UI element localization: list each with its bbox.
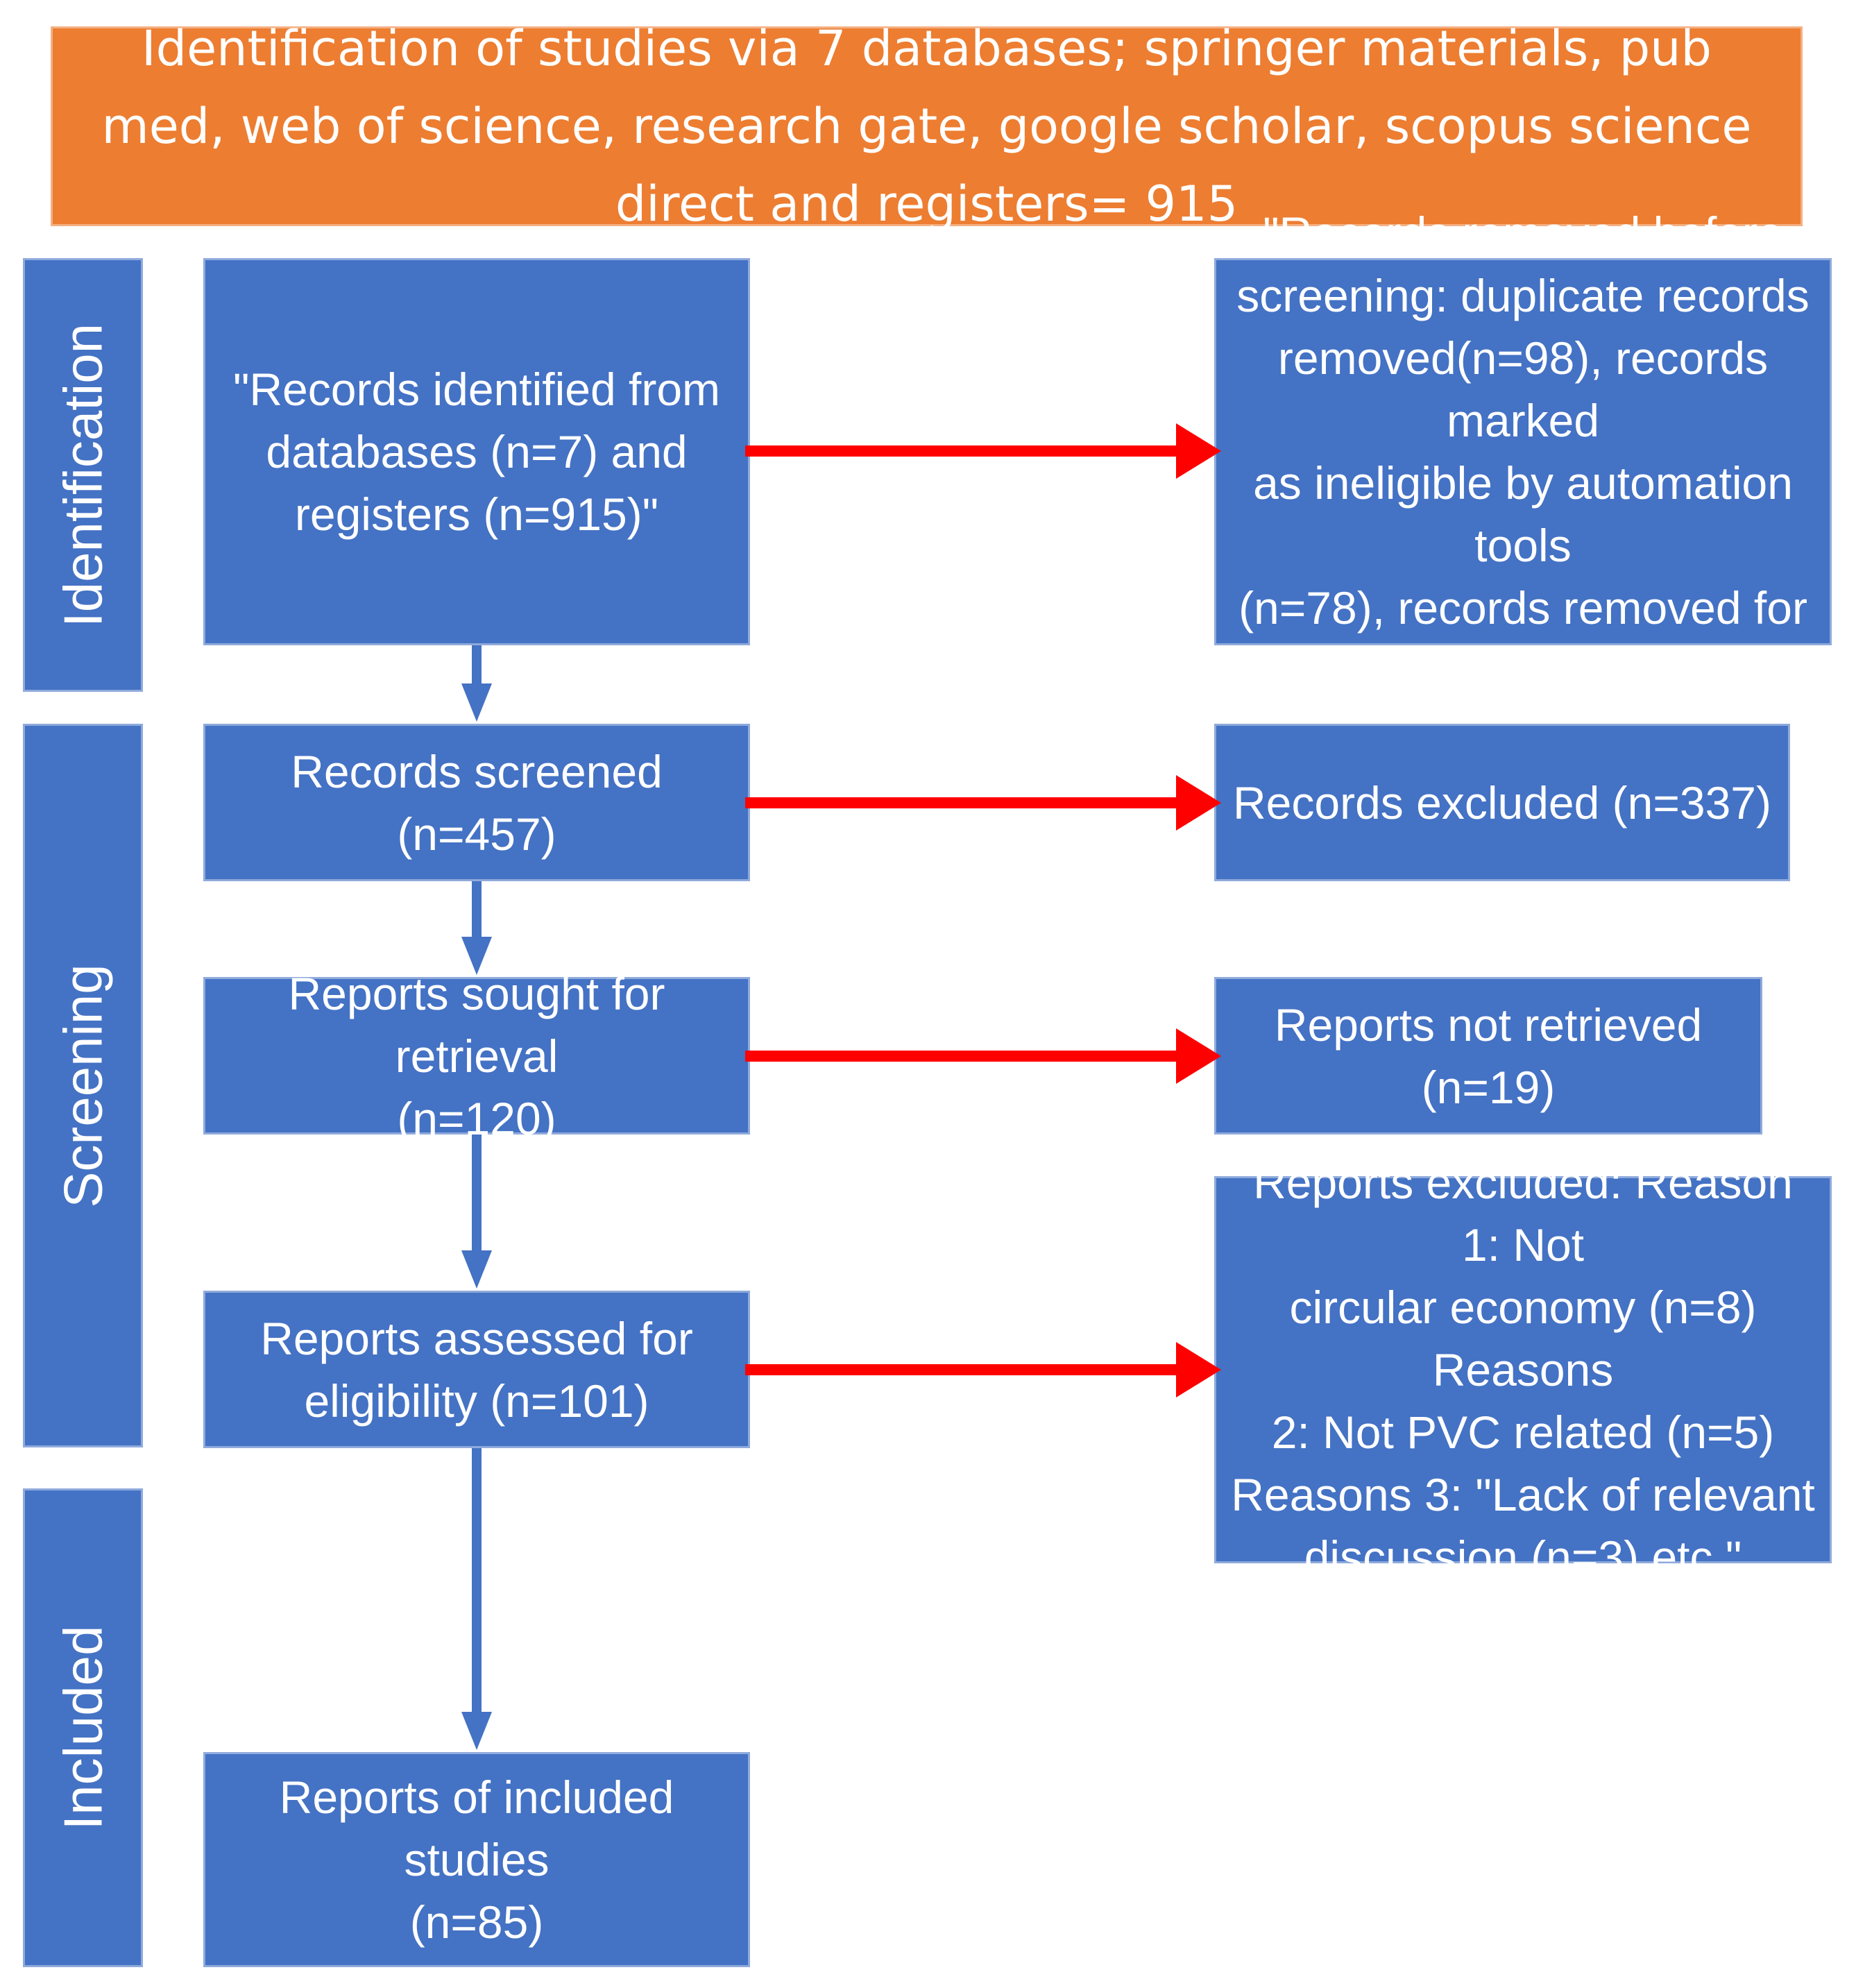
node-records-removed: "Records removed before screening: dupli… bbox=[1214, 207, 1832, 696]
stage-included: Included bbox=[23, 1488, 143, 1967]
node-records-identified: "Records identified from databases (n=7)… bbox=[203, 258, 750, 645]
reports-assessed-text: Reports assessed for eligibility (n=101) bbox=[260, 1312, 693, 1427]
exclusion-arrow-identification bbox=[745, 423, 1221, 479]
records-screened-text: Records screened (n=457) bbox=[291, 745, 663, 860]
records-removed-text: "Records removed before screening: dupli… bbox=[1236, 207, 1810, 696]
node-reports-included: Reports of included studies (n=85) bbox=[203, 1752, 750, 1967]
reports-not-retrieved-text: Reports not retrieved (n=19) bbox=[1274, 999, 1703, 1113]
header-text: Identification of studies via 7 database… bbox=[101, 20, 1752, 232]
records-identified-text: "Records identified from databases (n=7)… bbox=[232, 364, 721, 540]
reports-included-text: Reports of included studies (n=85) bbox=[279, 1772, 674, 1948]
node-reports-assessed: Reports assessed for eligibility (n=101) bbox=[203, 1291, 750, 1448]
exclusion-arrow-retrieval bbox=[745, 1028, 1221, 1084]
flow-arrow-2 bbox=[461, 881, 492, 975]
exclusion-arrow-screened bbox=[745, 775, 1221, 831]
stage-screening: Screening bbox=[23, 724, 143, 1447]
flow-arrow-4 bbox=[461, 1448, 492, 1750]
node-reports-not-retrieved: Reports not retrieved (n=19) bbox=[1214, 977, 1762, 1135]
records-excluded-text: Records excluded (n=337) bbox=[1233, 776, 1771, 829]
header-banner: Identification of studies via 7 database… bbox=[51, 20, 1803, 232]
flow-arrow-1 bbox=[461, 645, 492, 722]
node-reports-excluded: Reports excluded: Reason 1: Not circular… bbox=[1214, 1157, 1832, 1583]
node-records-screened: Records screened (n=457) bbox=[203, 724, 750, 881]
reports-sought-text: Reports sought for retrieval (n=120) bbox=[288, 967, 665, 1144]
reports-excluded-text: Reports excluded: Reason 1: Not circular… bbox=[1231, 1157, 1815, 1583]
exclusion-arrow-eligibility bbox=[745, 1342, 1221, 1397]
stage-identification: Identification bbox=[23, 258, 143, 692]
flow-arrow-3 bbox=[461, 1135, 492, 1289]
node-reports-sought: Reports sought for retrieval (n=120) bbox=[203, 968, 750, 1144]
